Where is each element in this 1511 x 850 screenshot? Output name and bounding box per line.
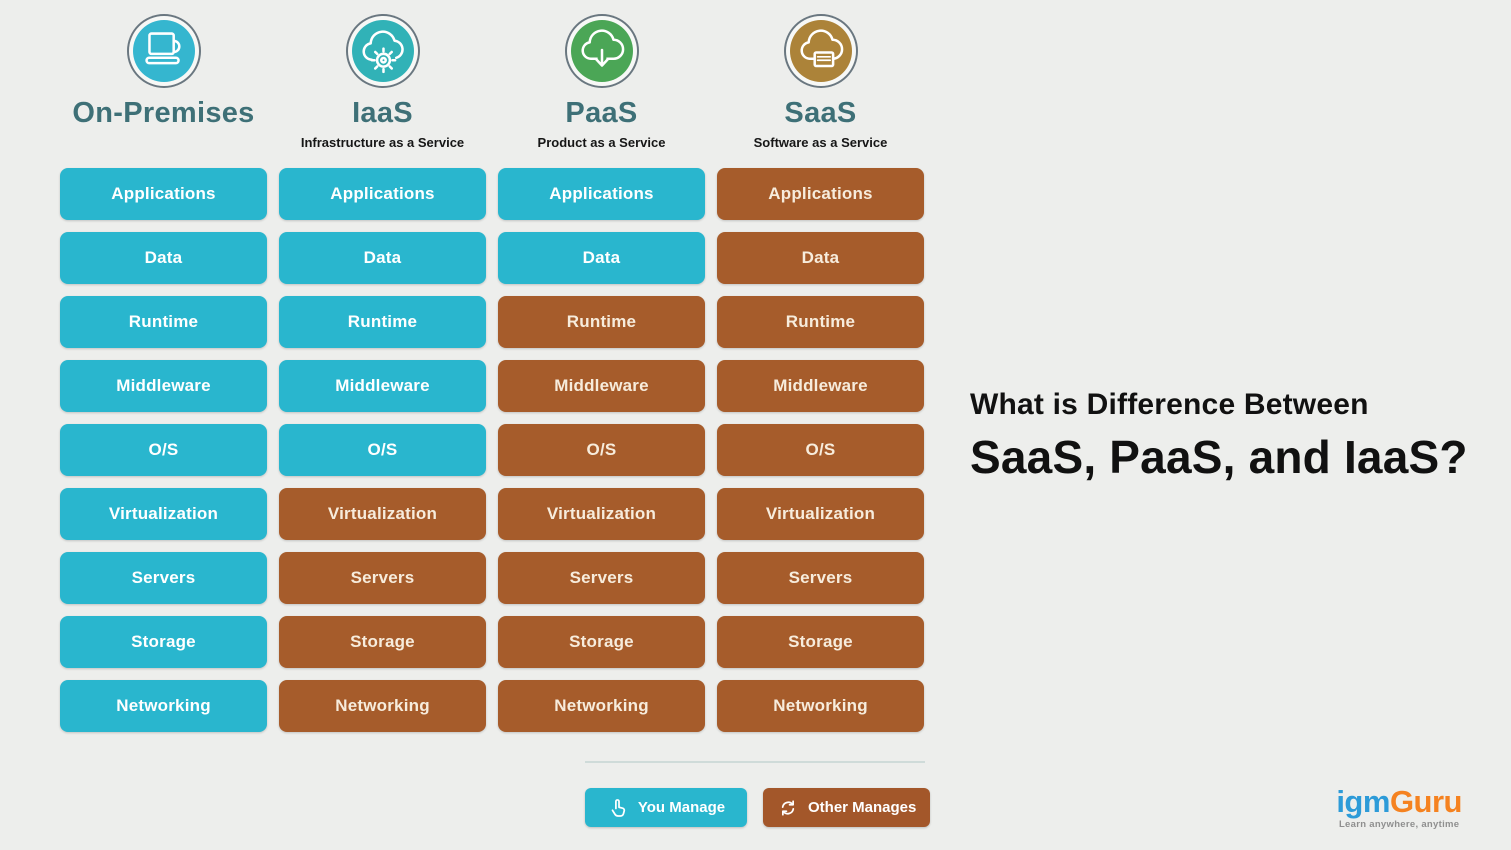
column-header-saas: SaaS Software as a Service: [717, 10, 924, 168]
layer-cell: Servers: [498, 552, 705, 604]
layer-cell: Runtime: [717, 296, 924, 348]
layer-cell: Runtime: [498, 296, 705, 348]
layer-cell: Storage: [279, 616, 486, 668]
sync-icon: [781, 799, 795, 816]
comparison-diagram: On-Premises Applications Data Runtime Mi…: [60, 10, 924, 744]
layer-cell: O/S: [279, 424, 486, 476]
column-paas: PaaS Product as a Service Applications D…: [498, 10, 705, 744]
other-manages-label: Other Manages: [808, 799, 917, 816]
column-saas: SaaS Software as a Service Applications …: [717, 10, 924, 744]
legend-divider: [585, 761, 925, 763]
column-title: On-Premises: [72, 97, 255, 129]
page-title: What is Difference Between SaaS, PaaS, a…: [970, 388, 1468, 484]
layer-cell: Data: [60, 232, 267, 284]
layer-cell: Virtualization: [498, 488, 705, 540]
layer-cell: Runtime: [60, 296, 267, 348]
column-iaas: IaaS Infrastructure as a Service Applica…: [279, 10, 486, 744]
you-manage-label: You Manage: [637, 799, 726, 816]
brand-logo: igmGuru Learn anywhere, anytime: [1336, 786, 1462, 830]
layer-cell: Virtualization: [60, 488, 267, 540]
layer-cell: Data: [279, 232, 486, 284]
layer-cell: Servers: [279, 552, 486, 604]
layer-cell: Virtualization: [279, 488, 486, 540]
layer-cell: Networking: [279, 680, 486, 732]
layer-cell: Data: [717, 232, 924, 284]
page-title-line2: SaaS, PaaS, and IaaS?: [970, 431, 1468, 483]
layer-cell: Runtime: [279, 296, 486, 348]
layer-cell: Data: [498, 232, 705, 284]
brand-part1: igm: [1336, 784, 1390, 819]
column-subtitle: Software as a Service: [753, 135, 888, 150]
layer-cell: O/S: [60, 424, 267, 476]
layer-cell: Storage: [498, 616, 705, 668]
layer-cell: Middleware: [279, 360, 486, 412]
laptop-icon: [132, 20, 195, 82]
layer-cell: Middleware: [60, 360, 267, 412]
column-title: IaaS: [352, 97, 413, 129]
layer-cell: Networking: [60, 680, 267, 732]
column-subtitle: Product as a Service: [537, 135, 666, 150]
layer-cell: Networking: [498, 680, 705, 732]
brand-part2: Guru: [1389, 784, 1463, 819]
column-header-paas: PaaS Product as a Service: [498, 10, 705, 168]
cloud-document-icon: [789, 20, 852, 82]
layer-cell: O/S: [498, 424, 705, 476]
brand-logotype: igmGuru: [1336, 786, 1462, 817]
other-manages-button[interactable]: Other Manages: [763, 788, 931, 827]
column-onpremises: On-Premises Applications Data Runtime Mi…: [60, 10, 267, 744]
layer-cell: O/S: [717, 424, 924, 476]
column-header-iaas: IaaS Infrastructure as a Service: [279, 10, 486, 168]
layer-cell: Applications: [60, 168, 267, 220]
column-title: PaaS: [565, 97, 638, 129]
layer-cell: Servers: [717, 552, 924, 604]
layer-cell: Applications: [717, 168, 924, 220]
brand-tagline: Learn anywhere, anytime: [1338, 819, 1460, 830]
layer-cell: Virtualization: [717, 488, 924, 540]
layer-cell: Middleware: [717, 360, 924, 412]
column-title: SaaS: [784, 97, 857, 129]
you-manage-button[interactable]: You Manage: [585, 788, 747, 827]
legend: You Manage Other Manages: [585, 788, 931, 827]
layer-cell: Networking: [717, 680, 924, 732]
page-title-line1: What is Difference Between: [970, 388, 1369, 421]
cloud-download-icon: [570, 20, 633, 82]
hand-pointer-icon: [611, 798, 626, 817]
layer-cell: Middleware: [498, 360, 705, 412]
layer-cell: Storage: [60, 616, 267, 668]
layer-cell: Servers: [60, 552, 267, 604]
cloud-gear-icon: [351, 20, 414, 82]
layer-cell: Storage: [717, 616, 924, 668]
column-subtitle: Infrastructure as a Service: [300, 135, 465, 150]
layer-cell: Applications: [498, 168, 705, 220]
layer-cell: Applications: [279, 168, 486, 220]
column-header-onpremises: On-Premises: [60, 10, 267, 168]
